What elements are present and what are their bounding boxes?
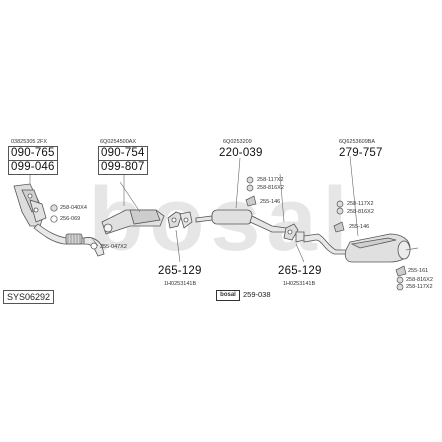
manifold-part-number-1[interactable]: 090-765 — [8, 146, 58, 161]
rear-silencer-oem-number: 6Q6253609BA — [339, 139, 376, 145]
nut-icon — [336, 200, 344, 208]
manifold-part-number-2[interactable]: 099-046 — [8, 160, 58, 175]
bosal-kit-logo: bosal — [216, 290, 240, 301]
gasket-icon — [50, 215, 58, 223]
nut-icon — [246, 184, 254, 192]
rubber-hanger-icon — [333, 221, 345, 233]
centre-silencer — [195, 209, 287, 233]
rear-silencer-accessory-3[interactable]: 255-146 — [349, 224, 370, 230]
rear-silencer-accessory-2[interactable]: 258-816X2 — [347, 209, 374, 215]
rear-clamp-part-number[interactable]: 265-129 — [278, 265, 322, 277]
centre-silencer-accessory-3[interactable]: 255-146 — [260, 199, 281, 205]
centre-silencer-accessory-1[interactable]: 258-117X2 — [257, 177, 284, 183]
manifold-accessory-1[interactable]: 258-040X4 — [60, 205, 87, 211]
rear-silencer — [303, 233, 419, 263]
rubber-hanger-icon — [395, 265, 407, 277]
rear-clamp — [283, 223, 305, 243]
nut-icon — [396, 283, 404, 291]
manifold-accessory-2[interactable]: 256-069 — [60, 216, 81, 222]
rear-clamp-oem-number: 1H0253141B — [283, 281, 316, 287]
rubber-hanger-icon — [245, 195, 257, 207]
rear-silencer-part-number[interactable]: 279-757 — [339, 147, 383, 159]
rear-silencer-accessory-6[interactable]: 258-117X2 — [406, 284, 433, 290]
rear-silencer-accessory-1[interactable]: 258-117X2 — [347, 201, 374, 207]
catalyst-accessory-1[interactable]: 255-047X2 — [100, 244, 127, 250]
centre-silencer-accessory-2[interactable]: 258-816X2 — [257, 185, 284, 191]
rear-silencer-accessory-5[interactable]: 258-816X2 — [406, 277, 433, 283]
nut-icon — [50, 204, 58, 212]
nut-icon — [246, 176, 254, 184]
catalytic-converter — [101, 209, 165, 235]
centre-silencer-part-number[interactable]: 220-039 — [219, 147, 263, 159]
nut-icon — [396, 276, 404, 284]
nut-icon — [336, 207, 344, 215]
front-clamp-part-number[interactable]: 265-129 — [158, 265, 202, 277]
centre-silencer-oem-number: 6Q0253209 — [223, 139, 252, 145]
catalyst-part-number-2[interactable]: 099-807 — [98, 160, 148, 175]
system-code: SYS06292 — [3, 290, 55, 304]
front-clamp-oem-number: 1H0253141B — [164, 281, 197, 287]
gasket-icon — [90, 242, 98, 250]
manifold-oem-number: 03825305 2FX — [11, 139, 48, 145]
accessory-glyphs — [50, 176, 407, 291]
rear-silencer-accessory-4[interactable]: 255-161 — [408, 268, 429, 274]
exhaust-manifold — [13, 183, 47, 227]
catalyst-oem-number: 6Q0254500AX — [100, 139, 137, 145]
assembly-kit-part-number[interactable]: 259-038 — [243, 290, 271, 299]
leader-lines — [29, 155, 359, 263]
front-clamp — [167, 211, 193, 229]
catalyst-part-number-1[interactable]: 090-754 — [98, 146, 148, 161]
